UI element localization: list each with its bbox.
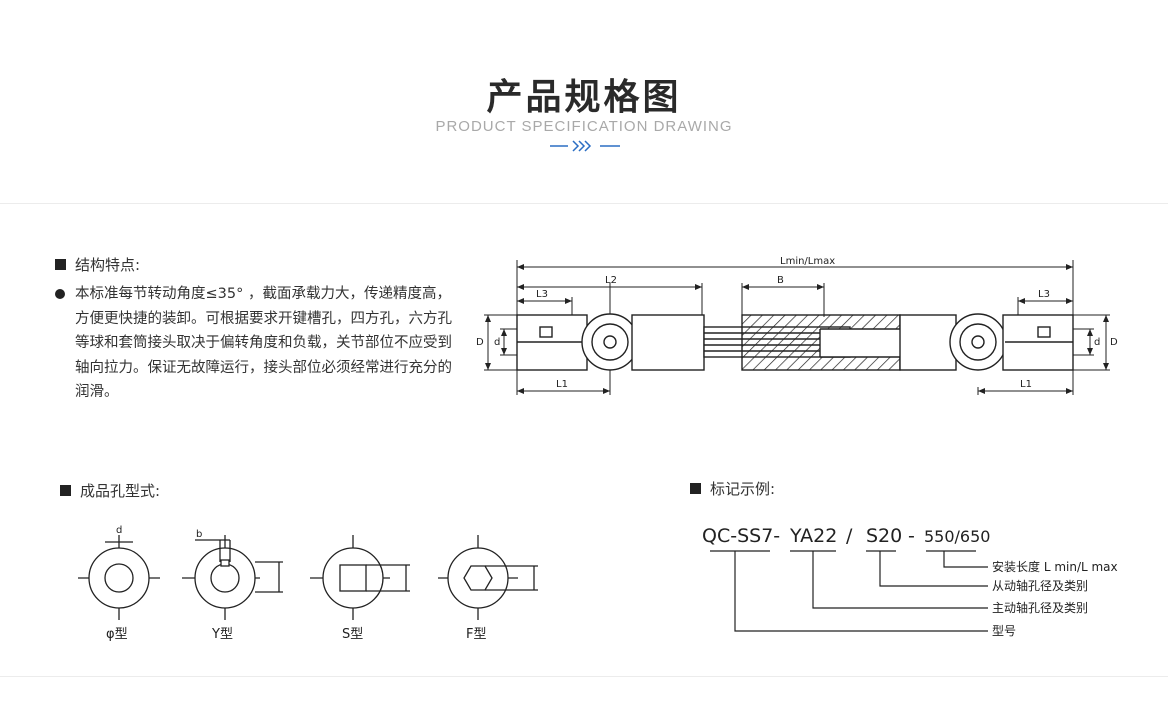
label-lmin-lmax: Lmin/Lmax [780,256,835,267]
structure-description: 本标准每节转动角度≤35° ，截面承载力大，传递精度高，方便更快捷的装卸。可根据… [55,282,455,405]
page-subtitle: PRODUCT SPECIFICATION DRAWING [435,118,733,135]
divider-top [0,203,1168,204]
marking-code-model: QC-SS7- [702,525,780,547]
hole-label-s: S型 [342,627,363,642]
legend-driving-bore: 主动轴孔径及类别 [992,600,1088,615]
label-b: B [777,275,784,286]
label-d-small-left: d [494,337,500,348]
marking-code-length: 550/650 [924,527,990,546]
hole-type-s [310,535,410,620]
legend-install-length: 安装长度 L min/L max [992,559,1118,574]
label-d-big-left: D [476,337,484,348]
hole-label-y: Y型 [211,627,233,642]
hole-label-f: F型 [466,627,486,642]
marking-example: QC-SS7- YA22 / S20 - 550/650 安装长度 L min/… [702,525,1118,638]
square-bullet-icon [690,483,701,494]
hole-type-phi [78,535,160,620]
marking-slash: / [846,525,853,547]
label-l1-left: L1 [556,379,568,390]
page-header: 产品规格图 PRODUCT SPECIFICATION DRAWING [0,0,1168,204]
divider-bottom [0,676,1168,677]
marking-dash: - [908,525,915,547]
structure-heading: 结构特点: [55,254,140,275]
hole-label-phi: φ型 [106,627,128,642]
hole-type-f [438,535,538,620]
hole-dim-b: b [196,529,202,540]
legend-driven-bore: 从动轴孔径及类别 [992,578,1088,593]
marking-heading: 标记示例: [690,478,775,499]
page-title: 产品规格图 [486,77,682,118]
square-bullet-icon [55,259,66,270]
divider-arrows-icon [550,140,620,152]
legend-model: 型号 [992,624,1016,638]
label-l3-left: L3 [536,289,548,300]
marking-code-driving: YA22 [789,525,837,547]
marking-code-driven: S20 [866,525,902,547]
label-l2: L2 [605,275,617,286]
hole-type-y [182,535,283,620]
label-l3-right: L3 [1038,289,1050,300]
hole-types-drawing: d b φ型 Y型 S型 F型 [78,525,538,642]
label-l1-right: L1 [1020,379,1032,390]
label-d-big-right: D [1110,337,1118,348]
hole-dim-d: d [116,525,122,536]
label-d-small-right: d [1094,337,1100,348]
square-bullet-icon [60,485,71,496]
holes-heading: 成品孔型式: [60,480,160,501]
coupling-drawing: Lmin/Lmax L2 B L3 L3 L1 L1 D d D d [476,256,1118,395]
circle-bullet-icon [55,289,65,299]
